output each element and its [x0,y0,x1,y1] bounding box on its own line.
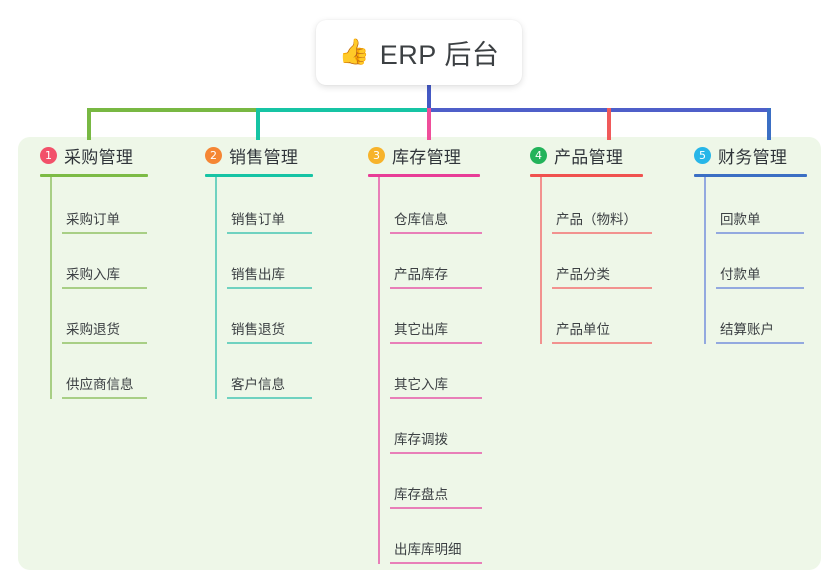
branch-title-2: 销售管理 [229,147,299,167]
branch-items-4: 产品（物料） 产品分类产品单位 [540,177,695,344]
branch-drop-1 [87,108,91,140]
leaf-item[interactable]: 产品库存 [390,234,482,289]
branch-drop-2 [256,108,260,140]
connector-bar-teal [256,108,429,112]
leaf-item[interactable]: 销售退货 [227,289,312,344]
branch-badge-5: 5 [694,146,711,164]
branch-badge-1: 1 [40,146,57,164]
branch-items-2: 销售订单销售出库销售退货客户信息 [215,177,365,399]
leaf-item-label: 回款单 [720,212,761,227]
branch-rule-1 [40,174,148,177]
branch-rule-3 [368,174,480,177]
branch-badge-4: 4 [530,146,547,164]
branch-items-3: 仓库信息产品库存其它出库其它入库库存调拨库存盘点出库库明细 [378,177,533,564]
leaf-item[interactable]: 产品分类 [552,234,652,289]
leaf-item-label: 其它出库 [394,322,448,337]
root-stem-connector [427,85,431,110]
leaf-item[interactable]: 结算账户 [716,289,804,344]
thumbs-up-icon: 👍 [338,38,370,66]
leaf-item[interactable]: 仓库信息 [390,179,482,234]
leaf-item[interactable]: 付款单 [716,234,804,289]
leaf-item[interactable]: 产品（物料） [552,179,652,234]
connector-bar-blue [427,108,771,112]
leaf-item-label: 采购入库 [66,267,120,282]
leaf-item[interactable]: 产品单位 [552,289,652,344]
leaf-item-label: 结算账户 [720,322,774,337]
branch-column-2: 2 销售管理 销售订单销售出库销售退货客户信息 [205,143,365,399]
leaf-item-label: 库存盘点 [394,487,448,502]
branch-column-5: 5 财务管理 回款单付款单结算账户 [694,143,839,344]
branch-column-3: 3 库存管理 仓库信息产品库存其它出库其它入库库存调拨库存盘点出库库明细 [368,143,533,564]
branch-column-1: 1 采购管理 采购订单采购入库采购退货供应商信息 [40,143,200,399]
leaf-item[interactable]: 采购订单 [62,179,147,234]
leaf-item-label: 出库库明细 [394,542,462,557]
leaf-item-label: 采购订单 [66,212,120,227]
connector-bar-green [87,108,258,112]
leaf-item-label: 产品（物料） [556,212,637,227]
branch-header-4[interactable]: 4 产品管理 [530,143,695,167]
leaf-item[interactable]: 其它出库 [390,289,482,344]
branch-badge-2: 2 [205,146,222,164]
leaf-item-label: 仓库信息 [394,212,448,227]
branch-rule-4 [530,174,643,177]
leaf-item-label: 供应商信息 [66,377,134,392]
branch-drop-5 [767,108,771,140]
branch-column-4: 4 产品管理 产品（物料） 产品分类产品单位 [530,143,695,344]
branch-header-5[interactable]: 5 财务管理 [694,143,839,167]
leaf-item[interactable]: 库存盘点 [390,454,482,509]
branch-badge-3: 3 [368,146,385,164]
branch-header-3[interactable]: 3 库存管理 [368,143,533,167]
branch-title-4: 产品管理 [554,147,624,167]
leaf-item-label: 采购退货 [66,322,120,337]
branch-drop-4 [607,108,611,140]
leaf-item[interactable]: 回款单 [716,179,804,234]
leaf-item-label: 付款单 [720,267,761,282]
root-title: ERP 后台 [379,40,500,70]
leaf-item-label: 客户信息 [231,377,285,392]
leaf-item[interactable]: 销售订单 [227,179,312,234]
leaf-item[interactable]: 其它入库 [390,344,482,399]
leaf-item[interactable]: 采购入库 [62,234,147,289]
leaf-item[interactable]: 销售出库 [227,234,312,289]
branch-drop-3 [427,108,431,140]
branch-header-2[interactable]: 2 销售管理 [205,143,365,167]
leaf-item-label: 销售订单 [231,212,285,227]
branch-title-3: 库存管理 [392,147,462,167]
branch-rule-5 [694,174,807,177]
root-node[interactable]: 👍 ERP 后台 [316,20,522,85]
leaf-item-label: 产品库存 [394,267,448,282]
diagram-panel [18,137,821,570]
leaf-item[interactable]: 采购退货 [62,289,147,344]
branch-title-1: 采购管理 [64,147,134,167]
branch-items-1: 采购订单采购入库采购退货供应商信息 [50,177,200,399]
leaf-item-label: 其它入库 [394,377,448,392]
leaf-item[interactable]: 客户信息 [227,344,312,399]
leaf-item-label: 产品分类 [556,267,610,282]
branch-title-5: 财务管理 [718,147,788,167]
branch-rule-2 [205,174,313,177]
leaf-item[interactable]: 供应商信息 [62,344,147,399]
branch-items-5: 回款单付款单结算账户 [704,177,839,344]
leaf-item[interactable]: 出库库明细 [390,509,482,564]
leaf-item-label: 销售退货 [231,322,285,337]
leaf-item[interactable]: 库存调拨 [390,399,482,454]
leaf-item-label: 销售出库 [231,267,285,282]
leaf-item-label: 库存调拨 [394,432,448,447]
leaf-item-label: 产品单位 [556,322,610,337]
branch-header-1[interactable]: 1 采购管理 [40,143,200,167]
